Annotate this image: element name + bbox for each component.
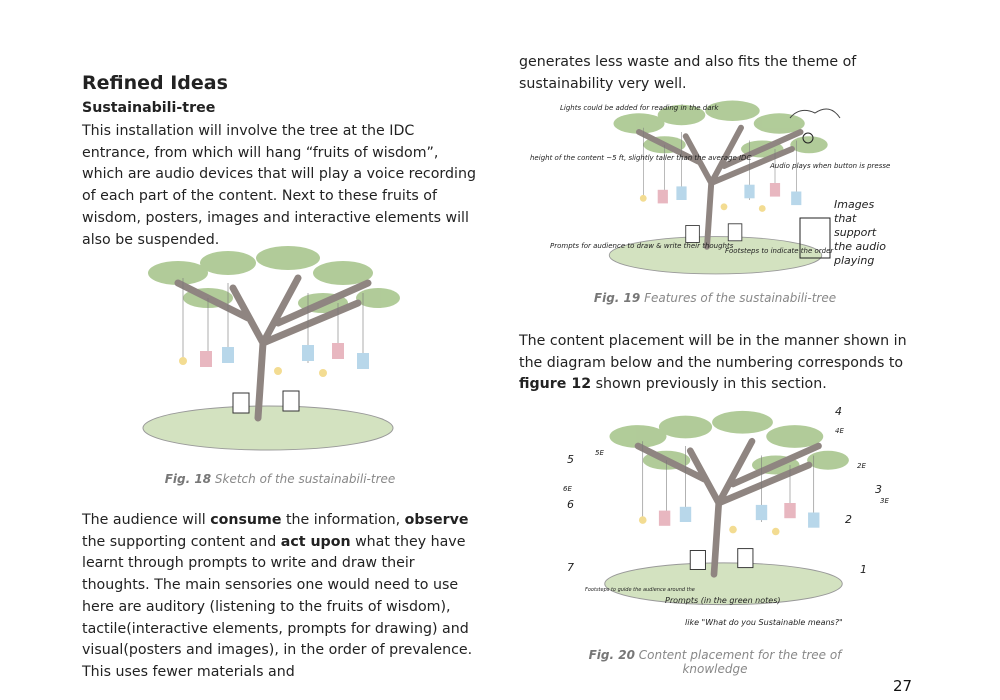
- trunk: [634, 437, 822, 578]
- note-example-prompt: like "What do you Sustainable means?": [685, 618, 843, 627]
- placement-number: 1: [860, 563, 867, 576]
- text: The content placement will be in the man…: [519, 333, 907, 371]
- placement-number: 2E: [857, 462, 866, 470]
- grass-mound: [608, 236, 823, 275]
- fig18-tree-sketch: [142, 246, 400, 451]
- intro-text: This installation will involve the tree …: [82, 123, 476, 248]
- fig18-label: Fig. 18: [164, 472, 212, 486]
- continued-text: generates less waste and also fits the t…: [519, 54, 857, 92]
- fig19-features-sketch: Lights could be added for reading in the…: [530, 100, 890, 275]
- fig20-text: Content placement for the tree of knowle…: [638, 648, 842, 676]
- note-prompts: Prompts (in the green notes): [665, 596, 781, 605]
- bold-consume: consume: [210, 512, 282, 528]
- placement-number: 6E: [563, 485, 572, 493]
- note-footsteps: Footsteps to indicate the order: [725, 247, 834, 255]
- section-heading: Refined Ideas: [82, 72, 228, 94]
- placement-number: 4E: [835, 427, 844, 435]
- audio-fruits: [638, 516, 780, 536]
- placement-number: 6: [567, 498, 574, 511]
- placement-number: 3: [875, 483, 882, 496]
- audience-paragraph: The audience will consume the informatio…: [82, 510, 482, 684]
- grass-mound: [142, 405, 394, 451]
- hanging-posters: [658, 503, 820, 528]
- placement-number: 5E: [595, 449, 604, 457]
- trunk: [174, 274, 372, 422]
- placement-number: 2: [845, 513, 852, 526]
- cloud-icon: [789, 108, 841, 119]
- bold-observe: observe: [404, 512, 469, 528]
- note-images: Images that support the audio playing: [834, 198, 887, 267]
- hanging-posters: [657, 183, 802, 206]
- fig20-caption: Fig. 20 Content placement for the tree o…: [555, 648, 875, 676]
- bold-act-upon: act upon: [280, 533, 351, 550]
- intro-paragraph: This installation will involve the tree …: [82, 121, 482, 251]
- bold-figure-ref: figure 12: [519, 376, 592, 393]
- page-number: 27: [893, 677, 913, 695]
- fig19-caption: Fig. 19 Features of the sustainabili-tre…: [565, 291, 865, 305]
- text: The audience will: [82, 512, 211, 528]
- note-footsteps: Footsteps to guide the audience around t…: [585, 587, 695, 593]
- placement-paragraph: The content placement will be in the man…: [519, 331, 929, 396]
- fig19-label: Fig. 19: [593, 291, 641, 305]
- placement-number: 7: [567, 561, 574, 574]
- text: shown previously in this section.: [591, 376, 827, 393]
- text: the supporting content and: [82, 533, 281, 550]
- placement-number: 3E: [880, 497, 889, 505]
- grass-mound: [604, 562, 843, 606]
- audio-button-icon: [802, 132, 814, 144]
- note-prompts: Prompts for audience to draw & write the…: [550, 242, 734, 250]
- fig20-placement-sketch: 1 2 2E 33E 4 4E 5 5E 6 6E 7 Footsteps to guide the…: [563, 405, 889, 627]
- note-audio: Audio plays when button is pressed.: [769, 162, 890, 170]
- foliage: [148, 246, 400, 313]
- poster-icon: [799, 217, 831, 259]
- trunk: [636, 124, 804, 250]
- audio-fruits: [179, 357, 327, 377]
- continued-paragraph: generates less waste and also fits the t…: [519, 52, 929, 95]
- subsection-heading: Sustainabili-tree: [82, 100, 216, 116]
- hanging-posters: [200, 343, 369, 369]
- placement-number: 4: [835, 405, 842, 418]
- fig18-text: Sketch of the sustainabili-tree: [214, 472, 396, 486]
- fig20-label: Fig. 20: [588, 648, 635, 662]
- text: what they have learnt through prompts to…: [82, 533, 473, 680]
- text: the information,: [281, 512, 405, 528]
- audio-fruits: [639, 194, 766, 212]
- fig18-caption: Fig. 18 Sketch of the sustainabili-tree: [130, 472, 430, 486]
- fig19-text: Features of the sustainabili-tree: [644, 291, 837, 305]
- foliage: [609, 410, 849, 475]
- note-height: height of the content ~5 ft, slightly ta…: [530, 154, 751, 162]
- placement-number: 5: [567, 453, 574, 466]
- note-lights: Lights could be added for reading in the…: [560, 104, 719, 112]
